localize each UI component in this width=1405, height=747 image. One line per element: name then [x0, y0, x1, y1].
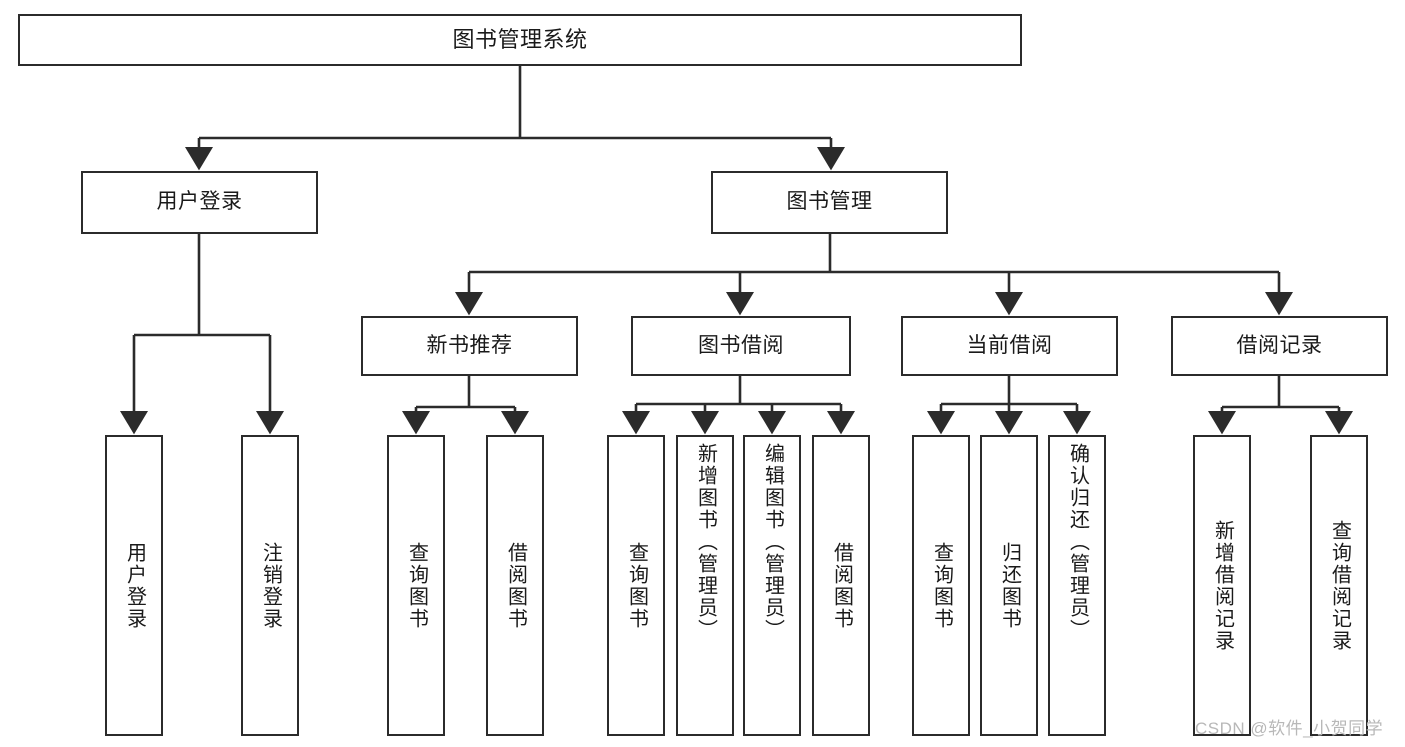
node-label: 图书管理系统: [452, 27, 588, 53]
node-leaf-edit-book[interactable]: 编辑图书（管理员）: [743, 435, 801, 736]
node-leaf-add-borrow-record[interactable]: 新增借阅记录: [1193, 435, 1251, 736]
csdn-watermark: CSDN @软件_小贺同学: [1195, 719, 1384, 738]
node-leaf-query-book-3[interactable]: 查询图书: [912, 435, 970, 736]
node-leaf-add-book[interactable]: 新增图书（管理员）: [676, 435, 734, 736]
node-label: 借阅图书: [504, 541, 527, 630]
node-user-login[interactable]: 用户登录: [81, 171, 318, 234]
node-book-borrow[interactable]: 图书借阅: [631, 316, 851, 376]
node-label: 新增图书（管理员）: [694, 443, 717, 641]
node-leaf-borrow-book-2[interactable]: 借阅图书: [812, 435, 870, 736]
node-new-book-recommendation[interactable]: 新书推荐: [361, 316, 578, 376]
node-label: 确认归还（管理员）: [1066, 443, 1089, 641]
node-borrow-record[interactable]: 借阅记录: [1171, 316, 1388, 376]
node-leaf-confirm-return[interactable]: 确认归还（管理员）: [1048, 435, 1106, 736]
node-label: 查询图书: [625, 541, 648, 630]
node-label: 归还图书: [998, 541, 1021, 630]
node-label: 注销登录: [259, 541, 282, 630]
node-leaf-query-book-1[interactable]: 查询图书: [387, 435, 445, 736]
node-label: 新书推荐: [426, 333, 513, 357]
node-label: 当前借阅: [966, 333, 1053, 357]
node-label: 新增借阅记录: [1211, 519, 1234, 652]
node-leaf-borrow-book-1[interactable]: 借阅图书: [486, 435, 544, 736]
node-label: 用户登录: [156, 190, 243, 214]
node-current-borrow[interactable]: 当前借阅: [901, 316, 1118, 376]
node-label: 查询图书: [930, 541, 953, 630]
node-leaf-query-borrow-record[interactable]: 查询借阅记录: [1310, 435, 1368, 736]
node-label: 查询借阅记录: [1328, 519, 1351, 652]
node-root-system[interactable]: 图书管理系统: [18, 14, 1022, 66]
node-leaf-return-book[interactable]: 归还图书: [980, 435, 1038, 736]
node-label: 图书借阅: [698, 333, 784, 357]
node-label: 查询图书: [405, 541, 428, 630]
node-label: 图书管理: [786, 190, 873, 214]
node-book-management[interactable]: 图书管理: [711, 171, 948, 234]
node-leaf-logout[interactable]: 注销登录: [241, 435, 299, 736]
node-label: 编辑图书（管理员）: [761, 443, 784, 641]
node-leaf-query-book-2[interactable]: 查询图书: [607, 435, 665, 736]
node-label: 用户登录: [123, 541, 146, 630]
node-leaf-user-login[interactable]: 用户登录: [105, 435, 163, 736]
node-label: 借阅记录: [1236, 333, 1323, 357]
node-label: 借阅图书: [830, 541, 853, 630]
